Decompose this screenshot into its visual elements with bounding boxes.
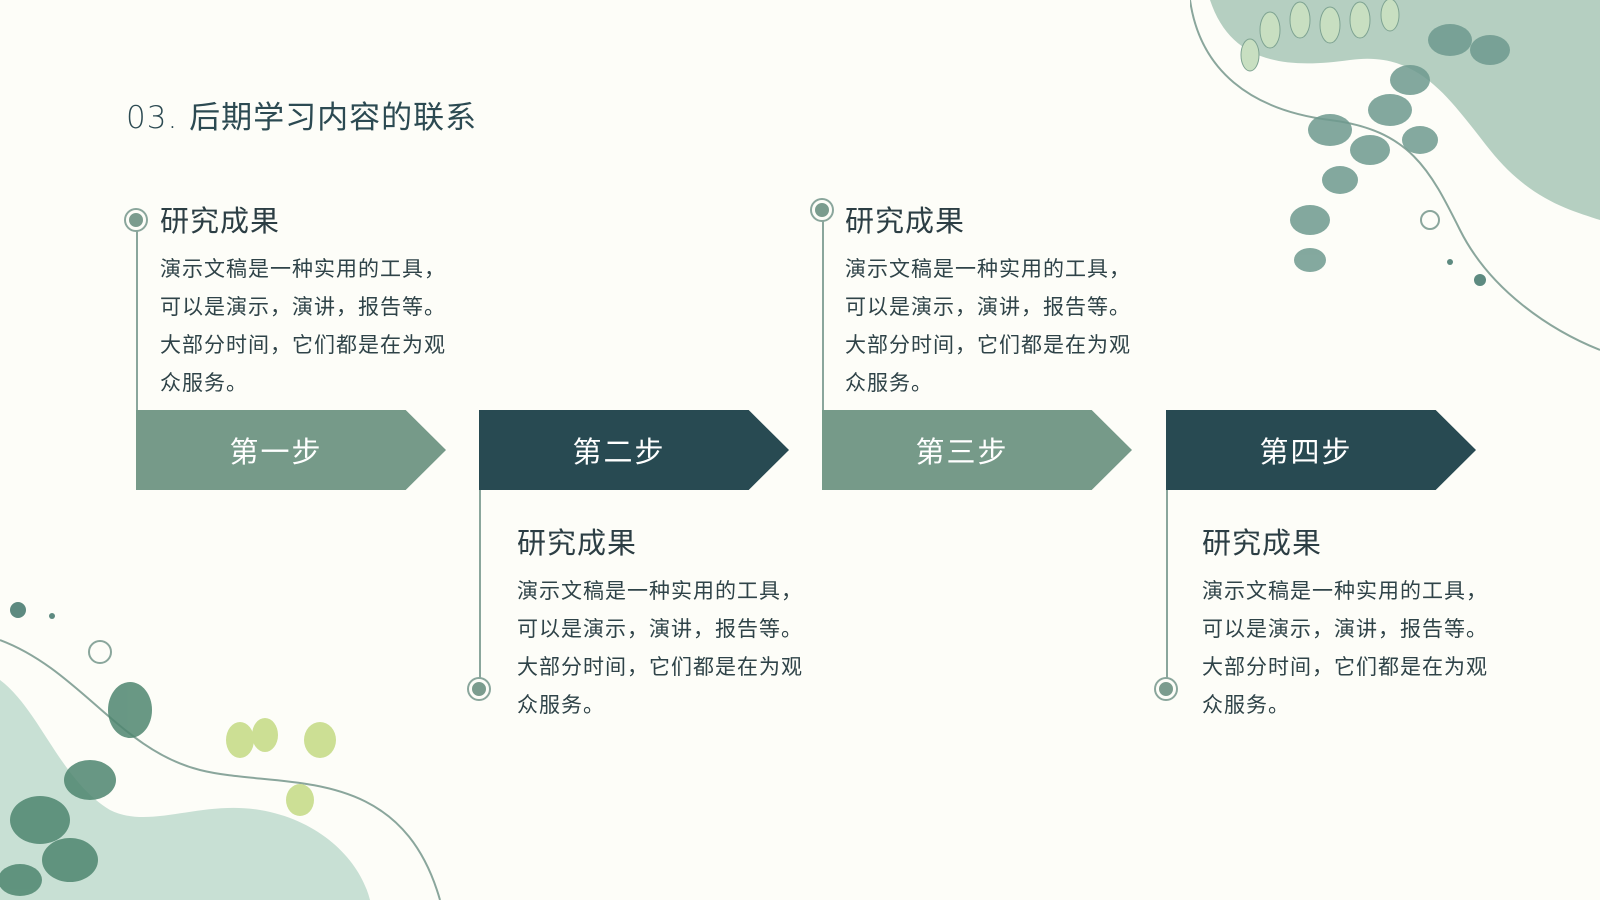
step-2-heading: 研究成果 bbox=[517, 526, 638, 560]
step-4-body: 演示文稿是一种实用的工具，可以是演示，演讲，报告等。大部分时间，它们都是在为观众… bbox=[1202, 579, 1488, 717]
step-3-arrow: 第三步 bbox=[822, 410, 1132, 490]
step-3-connector bbox=[822, 210, 824, 410]
step-1-marker bbox=[126, 210, 146, 230]
step-1-text-block: 研究成果 演示文稿是一种实用的工具，可以是演示，演讲，报告等。大部分时间，它们都… bbox=[160, 198, 450, 402]
step-3-marker bbox=[812, 200, 832, 220]
step-2-connector bbox=[479, 490, 481, 690]
step-4-text-block: 研究成果 演示文稿是一种实用的工具，可以是演示，演讲，报告等。大部分时间，它们都… bbox=[1202, 520, 1492, 724]
step-3-heading: 研究成果 bbox=[845, 204, 966, 238]
step-4-heading: 研究成果 bbox=[1202, 526, 1323, 560]
title-text: 后期学习内容的联系 bbox=[189, 100, 478, 136]
step-3-text-block: 研究成果 演示文稿是一种实用的工具，可以是演示，演讲，报告等。大部分时间，它们都… bbox=[845, 198, 1135, 402]
bottom-left-leaf-decoration bbox=[0, 602, 441, 900]
step-2-marker bbox=[469, 679, 489, 699]
step-1-body: 演示文稿是一种实用的工具，可以是演示，演讲，报告等。大部分时间，它们都是在为观众… bbox=[160, 257, 446, 395]
step-4-arrow: 第四步 bbox=[1166, 410, 1476, 490]
step-3-label: 第三步 bbox=[915, 435, 1009, 469]
top-right-leaf-decoration bbox=[1190, 0, 1600, 351]
step-2-label: 第二步 bbox=[572, 435, 666, 469]
step-2-body: 演示文稿是一种实用的工具，可以是演示，演讲，报告等。大部分时间，它们都是在为观众… bbox=[517, 579, 803, 717]
step-2-text-block: 研究成果 演示文稿是一种实用的工具，可以是演示，演讲，报告等。大部分时间，它们都… bbox=[517, 520, 807, 724]
step-2-arrow: 第二步 bbox=[479, 410, 789, 490]
step-3-body: 演示文稿是一种实用的工具，可以是演示，演讲，报告等。大部分时间，它们都是在为观众… bbox=[845, 257, 1131, 395]
step-4-connector bbox=[1166, 490, 1168, 690]
step-4-marker bbox=[1156, 679, 1176, 699]
step-4-label: 第四步 bbox=[1259, 435, 1353, 469]
step-1-connector bbox=[136, 220, 138, 410]
step-1-heading: 研究成果 bbox=[160, 204, 281, 238]
page-title: 03. 后期学习内容的联系 bbox=[126, 92, 477, 137]
title-number: 03. bbox=[126, 100, 179, 136]
step-1-arrow: 第一步 bbox=[136, 410, 446, 490]
step-1-label: 第一步 bbox=[229, 435, 323, 469]
